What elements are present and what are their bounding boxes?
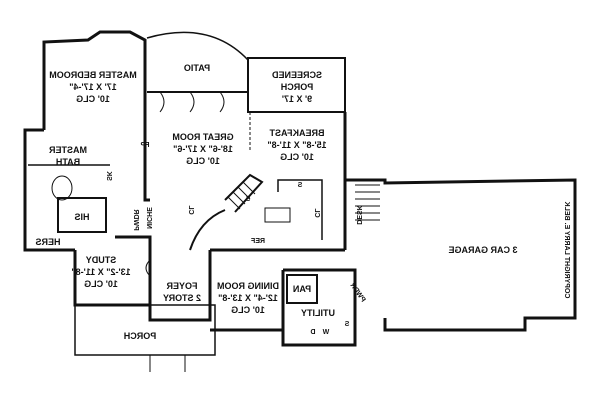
screened-porch-walls <box>247 57 346 113</box>
utility-label: UTILITY <box>301 308 335 318</box>
study-label: STUDY <box>85 255 117 265</box>
breakfast-ceiling: 10' CLG <box>280 152 314 162</box>
dining-room-size: 12'-4" X 13'-8" <box>218 293 278 303</box>
dryer-label: D <box>310 329 316 336</box>
stair-label: S <box>245 196 251 203</box>
desk-label: DESK <box>355 205 362 225</box>
study-ceiling: 10' CLG <box>84 279 118 289</box>
his-closet-label: HIS <box>74 212 90 222</box>
kitchen-counter <box>277 179 323 240</box>
dining-room-ceiling: 10' CLG <box>231 305 265 315</box>
study-size: 13'-2" X 11'-8" <box>71 267 131 277</box>
master-bedroom-walls <box>42 30 147 130</box>
screened-porch-size: 9' X 17' <box>281 94 313 104</box>
master-bath-label-2: BATH <box>55 157 81 167</box>
kitchen-closet-label: CL <box>313 208 320 218</box>
master-bedroom-size: 17' X 17'-4" <box>69 82 117 92</box>
master-bath-label: MASTER <box>49 145 87 155</box>
foyer-label: FOYER <box>166 281 198 291</box>
patio-label: PATIO <box>183 63 211 73</box>
utility-stair-label: S <box>344 321 350 328</box>
master-bedroom-ceiling: 10' CLG <box>76 94 110 104</box>
pantry <box>286 274 318 304</box>
fireplace-label: FP <box>140 142 150 149</box>
porch-outline <box>74 304 216 356</box>
dining-room-label: DINING ROOM <box>217 281 279 291</box>
his-closet <box>57 197 107 233</box>
washer-label: W <box>322 329 330 336</box>
garage-label: 3 CAR GARAGE <box>448 245 518 255</box>
stairs <box>227 181 380 221</box>
breakfast-size: 15'-8" X 11'-8" <box>267 140 327 150</box>
sink-label: SK <box>105 171 112 181</box>
great-room-label: GREAT ROOM <box>172 132 234 142</box>
master-bath-walls <box>23 128 75 252</box>
refrigerator-label: REF <box>251 238 265 245</box>
great-room-ceiling: 10' CLG <box>186 156 220 166</box>
master-bedroom-label: MASTER BEDROOM <box>49 70 137 80</box>
great-room-size: 18'-6" X 17'-6" <box>173 144 233 154</box>
main-walls <box>143 92 150 202</box>
niche-label: NICHE <box>145 207 152 229</box>
porch-label: PORCH <box>123 331 157 341</box>
copyright-text: COPYRIGHT LARRY E. BELK <box>563 201 570 299</box>
kitchen-island <box>264 207 291 223</box>
foyer-note: 2 STORY <box>162 293 202 303</box>
bathtub <box>51 175 73 201</box>
patio-arc <box>146 31 249 61</box>
utility-walls <box>281 268 357 347</box>
screened-porch-label: SCREENED <box>271 70 323 80</box>
hers-closet-label: HERS <box>35 237 61 247</box>
coat-closet-label: CL <box>187 205 194 215</box>
screened-porch-label-2: PORCH <box>280 82 314 92</box>
kitchen-sink-label: S <box>297 182 303 189</box>
powder-label: PWDR <box>132 209 139 231</box>
breakfast-label: BREAKFAST <box>269 128 325 138</box>
pantry-label: PAN <box>292 284 312 294</box>
